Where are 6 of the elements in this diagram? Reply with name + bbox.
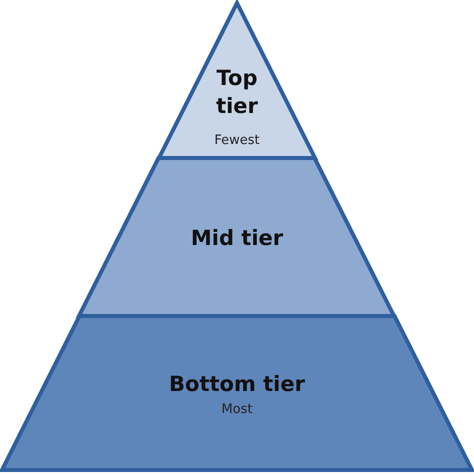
tier-note: Fewest	[213, 133, 261, 149]
pyramid-tier	[2, 316, 472, 470]
tier-title: Top tier	[215, 65, 259, 120]
tier-title: Mid tier	[190, 225, 284, 252]
tier-note: Most	[220, 402, 254, 418]
tier-title: Bottom tier	[168, 371, 306, 398]
